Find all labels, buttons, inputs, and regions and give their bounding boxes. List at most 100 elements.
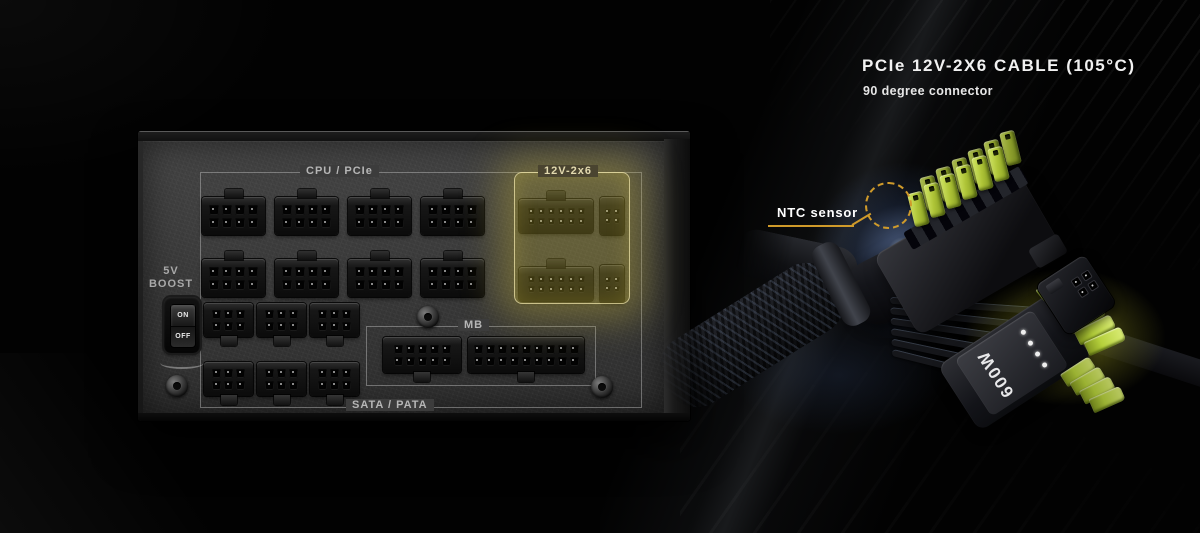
cpu-pcie-connector	[275, 189, 338, 235]
connector-pin	[321, 204, 331, 215]
connector-pin	[355, 204, 365, 215]
sense-connector-pin	[1078, 287, 1088, 298]
connector-pin	[282, 217, 292, 228]
pin-grid	[209, 204, 258, 228]
switch-on-label: ON	[171, 305, 195, 327]
connector-pin	[209, 266, 219, 277]
pin-grid	[604, 208, 620, 224]
connector-pin	[537, 275, 545, 283]
boost-label: 5V BOOST	[140, 265, 202, 291]
connector-clip-tab	[297, 251, 316, 260]
pin-grid	[604, 276, 620, 292]
connector-pin	[355, 266, 365, 277]
connector-pin	[567, 285, 575, 293]
connector-pin	[428, 204, 438, 215]
connector-pin	[236, 321, 245, 331]
pin-grid	[428, 266, 477, 290]
connector-pin	[604, 208, 611, 215]
connector-pin	[212, 321, 221, 331]
connector-pin	[248, 204, 258, 215]
pin-grid	[318, 368, 351, 390]
cpu-pcie-connector	[202, 189, 265, 235]
connector-pin	[330, 368, 339, 378]
connector-pin	[454, 279, 464, 290]
connector-pin	[265, 321, 274, 331]
connector-pin	[224, 321, 233, 331]
switch-rocker: ON OFF	[170, 304, 196, 348]
connector-pin	[289, 368, 298, 378]
sata-pata-label: SATA / PATA	[346, 399, 434, 411]
connector-clip-tab	[326, 336, 343, 346]
ntc-leader-line	[768, 225, 854, 227]
v12-2x6-connector	[519, 259, 593, 301]
connector-pin	[277, 309, 286, 319]
v12-sense-connector	[600, 197, 624, 235]
connector-clip-tab	[443, 189, 462, 198]
cpu-pcie-connector	[275, 251, 338, 297]
connector-pin	[321, 266, 331, 277]
connector-pin	[533, 344, 543, 354]
pin-grid	[527, 275, 585, 293]
connector-pin	[282, 279, 292, 290]
connector-clip-tab	[370, 251, 389, 260]
connector-clip-tab	[220, 395, 237, 405]
connector-pin	[604, 276, 611, 283]
connector-clip-tab	[443, 251, 462, 260]
sense-dot	[1020, 328, 1028, 336]
connector-pin	[368, 266, 378, 277]
connector-pin	[441, 356, 451, 366]
connector-pin	[209, 279, 219, 290]
connector-pin	[282, 204, 292, 215]
connector-pin	[394, 204, 404, 215]
connector-pin	[547, 285, 555, 293]
connector-pin	[248, 279, 258, 290]
connector-pin	[467, 204, 477, 215]
connector-pin	[527, 217, 535, 225]
connector-pin	[209, 204, 219, 215]
connector-pin	[394, 217, 404, 228]
pin-grid	[282, 266, 331, 290]
connector-pin	[224, 309, 233, 319]
connector-pin	[394, 279, 404, 290]
connector-pin	[509, 344, 519, 354]
sata-pata-connector	[204, 362, 253, 405]
connector-pin	[429, 356, 439, 366]
connector-pin	[441, 204, 451, 215]
connector-pin	[527, 275, 535, 283]
connector-pin	[368, 204, 378, 215]
connector-clip-tab	[518, 372, 534, 382]
connector-pin	[454, 217, 464, 228]
connector-pin	[441, 217, 451, 228]
connector-pin	[547, 217, 555, 225]
connector-clip-tab	[273, 395, 290, 405]
sata-pata-connector	[257, 362, 306, 405]
connector-pin	[355, 279, 365, 290]
connector-pin	[222, 279, 232, 290]
connector-pin	[569, 344, 579, 354]
mb-10pin-connector	[383, 337, 461, 382]
connector-pin	[485, 356, 495, 366]
connector-pin	[321, 217, 331, 228]
connector-pin	[577, 207, 585, 215]
connector-pin	[308, 204, 318, 215]
connector-pin	[454, 266, 464, 277]
cpu-pcie-connector	[348, 251, 411, 297]
connector-pin	[547, 207, 555, 215]
connector-pin	[295, 204, 305, 215]
connector-pin	[577, 217, 585, 225]
connector-pin	[557, 217, 565, 225]
connector-pin	[318, 368, 327, 378]
connector-pin	[381, 266, 391, 277]
connector-clip-tab	[297, 189, 316, 198]
v12-2x6-connector	[519, 191, 593, 233]
connector-pin	[342, 309, 351, 319]
ntc-dashed-circle-icon	[865, 182, 912, 229]
connector-pin	[342, 321, 351, 331]
connector-pin	[236, 309, 245, 319]
switch-off-label: OFF	[175, 333, 191, 341]
psu-chassis: CPU / PCIe 12V-2x6 MB SATA / PATA 5V BOO…	[138, 131, 690, 421]
connector-pin	[295, 279, 305, 290]
pin-grid	[212, 368, 245, 390]
connector-pin	[289, 309, 298, 319]
connector-pin	[604, 217, 611, 224]
